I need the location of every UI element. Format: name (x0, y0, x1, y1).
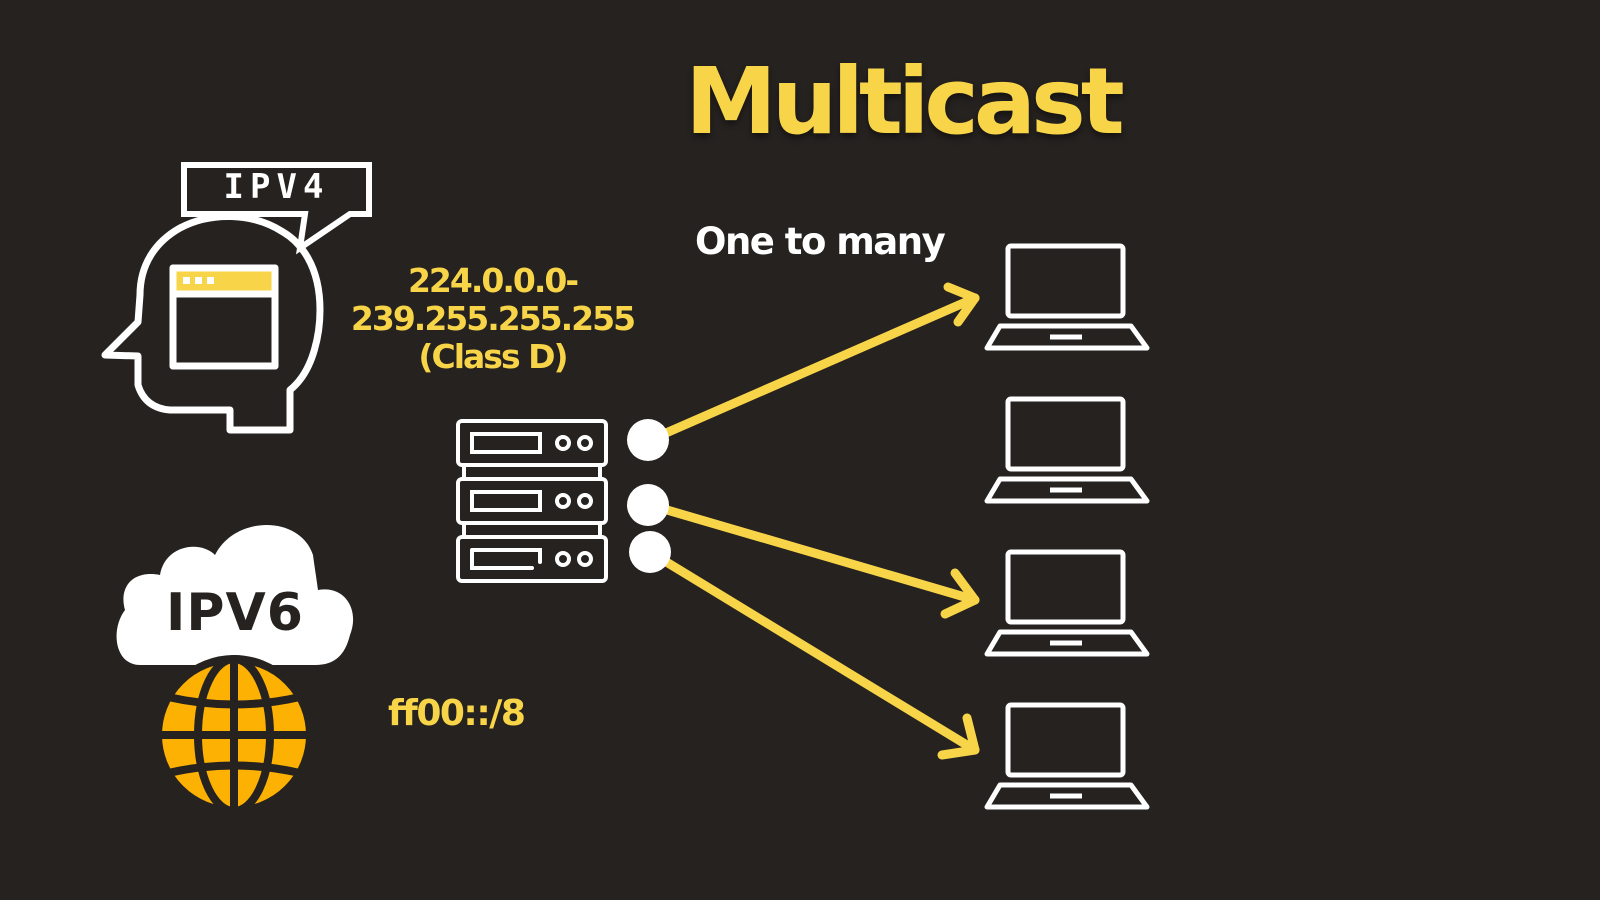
arrow-to-laptop-3 (645, 500, 980, 605)
laptop-icon (984, 549, 1150, 657)
port-dot (627, 419, 669, 461)
tagline: One to many (695, 220, 946, 263)
arrow-to-laptop-1 (645, 293, 980, 445)
browser-dots (183, 277, 214, 284)
port-dot (629, 531, 671, 573)
arrow-to-laptop-4 (645, 547, 980, 755)
ipv6-range: ff00::/8 (388, 693, 526, 734)
globe-icon (154, 655, 314, 815)
port-dot (627, 484, 669, 526)
ipv6-tag: IPV6 (166, 583, 304, 643)
multicast-arrows (645, 282, 980, 760)
speech-bubble-icon (181, 162, 372, 255)
ipv4-range-start: 224.0.0.0- (407, 261, 579, 300)
laptop-icon (984, 243, 1150, 351)
page-title: Multicast (685, 48, 1124, 155)
laptops (984, 243, 1150, 810)
laptop-icon (984, 702, 1150, 810)
ipv4-range-end: 239.255.255.255 (350, 299, 636, 338)
ipv4-range: 224.0.0.0- 239.255.255.255 (Class D) (340, 262, 645, 376)
cloud-icon (116, 525, 354, 665)
ipv4-tag: IPV4 (223, 167, 330, 207)
head-browser-icon (101, 212, 324, 434)
laptop-icon (984, 396, 1150, 504)
port-dots (627, 419, 671, 573)
ipv4-range-class: (Class D) (418, 337, 568, 376)
server-rack-icon (456, 419, 608, 583)
